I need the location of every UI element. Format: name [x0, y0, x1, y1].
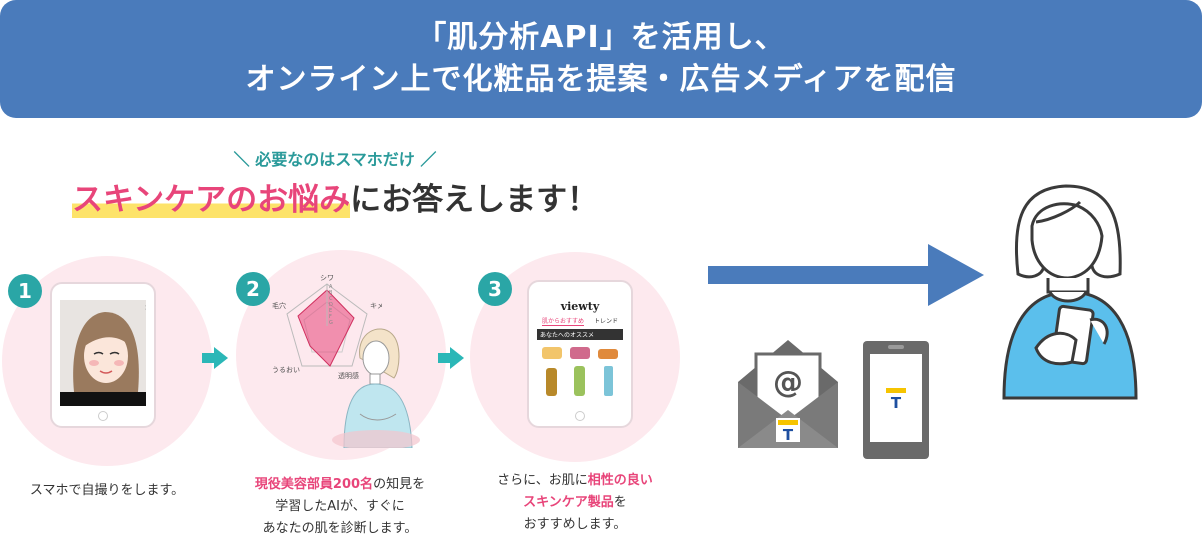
skin-radar-chart: シワ キメ 透明感 うるおい 毛穴 A B C D E F G — [272, 274, 382, 380]
smartphone-icon: T — [863, 341, 929, 459]
step2-caption-highlight: 現役美容部員200名 — [254, 477, 374, 492]
email-envelope-icon: @ T — [738, 340, 838, 448]
step3-caption-line1: さらに、お肌に相性の良い — [470, 470, 680, 492]
step2-caption-line1-rest: の知見を — [373, 477, 426, 492]
step-arrow-2 — [438, 347, 464, 369]
selfie-face-illustration: × — [60, 300, 146, 406]
tablet-home-button — [575, 411, 585, 421]
delivery-arrow — [708, 244, 984, 306]
step1-tablet: × — [50, 282, 156, 428]
at-sign: @ — [773, 365, 803, 400]
app-section-header: あなたへのオススメ — [537, 329, 623, 340]
step3-caption-line2-rest: を — [613, 495, 627, 510]
step3-caption-line1-pre: さらに、お肌に — [497, 473, 588, 488]
selfie-screen: × — [60, 300, 146, 406]
radar-label-moisture: うるおい — [272, 366, 300, 374]
step1-caption: スマホで自撮りをします。 — [2, 480, 212, 502]
step3-caption-line2: スキンケア製品を — [470, 492, 680, 514]
radar-label-clarity: 透明感 — [338, 371, 359, 380]
headline: スキンケアのお悩みにお答えします！ — [72, 174, 598, 219]
radar-label-wrinkles: シワ — [320, 274, 334, 282]
app-product-grid — [537, 340, 623, 399]
step3-caption-highlight-products: スキンケア製品 — [523, 495, 614, 510]
product-pink-jar[interactable] — [567, 343, 592, 359]
radar-grade-e: E — [329, 308, 332, 314]
banner-title-line1: 「肌分析API」を活用し、 — [416, 20, 786, 55]
product-cream-jar[interactable] — [539, 343, 564, 359]
step2-caption-line3: あなたの肌を診断します。 — [262, 521, 418, 536]
product-orange-jar[interactable] — [596, 343, 621, 359]
step3-number-badge: 3 — [478, 272, 512, 306]
app-tab-trend[interactable]: トレンド — [593, 318, 618, 325]
radar-grade-a: A — [329, 284, 333, 290]
radar-label-pores: 毛穴 — [272, 301, 286, 310]
headline-rest: にお答えします！ — [350, 182, 599, 218]
step2-caption-line2: 学習したAIが、すぐに — [275, 499, 405, 514]
radar-grade-d: D — [329, 302, 333, 308]
radar-grade-g: G — [329, 320, 333, 326]
radar-grade-f: F — [329, 314, 332, 320]
step3-caption-highlight-compat: 相性の良い — [587, 473, 653, 488]
step3-tablet: viewty 肌からおすすめ トレンド あなたへのオススメ — [527, 280, 633, 428]
tablet-home-button — [98, 411, 108, 421]
step3-caption: さらに、お肌に相性の良い スキンケア製品を おすすめします。 — [470, 470, 680, 536]
banner-title-line2: オンライン上で化粧品を提案・広告メディアを配信 — [245, 62, 957, 97]
step-arrow-1 — [202, 347, 228, 369]
app-tab-skin-recommend[interactable]: 肌からおすすめ — [541, 318, 584, 326]
step1-number-badge: 1 — [8, 274, 42, 308]
step1-caption-text: スマホで自撮りをします。 — [29, 483, 185, 498]
radar-label-texture: キメ — [370, 302, 382, 310]
app-tabs: 肌からおすすめ トレンド — [537, 316, 623, 326]
mail-t-logo: T — [783, 426, 794, 444]
radar-grade-b: B — [329, 290, 333, 296]
svg-text:×: × — [144, 303, 146, 312]
product-green-bottle[interactable] — [567, 362, 592, 396]
step2-number-badge: 2 — [236, 272, 270, 306]
phone-t-logo: T — [891, 394, 902, 412]
step2-caption-line1: 現役美容部員200名の知見を — [230, 474, 450, 496]
step2-caption: 現役美容部員200名の知見を 学習したAIが、すぐに あなたの肌を診断します。 — [230, 474, 450, 540]
header-banner: 「肌分析API」を活用し、 オンライン上で化粧品を提案・広告メディアを配信 — [0, 0, 1202, 118]
app-brand-logo: viewty — [560, 300, 600, 313]
woman-illustration — [332, 328, 420, 448]
step2-circle — [236, 250, 446, 460]
headline-highlight: スキンケアのお悩み — [72, 182, 351, 218]
app-screen: viewty 肌からおすすめ トレンド あなたへのオススメ — [537, 298, 623, 406]
product-blue-tube[interactable] — [596, 362, 621, 396]
step3-caption-line3: おすすめします。 — [523, 517, 627, 532]
user-with-phone-illustration — [1002, 184, 1138, 400]
product-amber-bottle[interactable] — [539, 362, 564, 396]
tagline: ＼ 必要なのはスマホだけ ／ — [233, 150, 437, 169]
radar-grade-c: C — [329, 296, 333, 302]
